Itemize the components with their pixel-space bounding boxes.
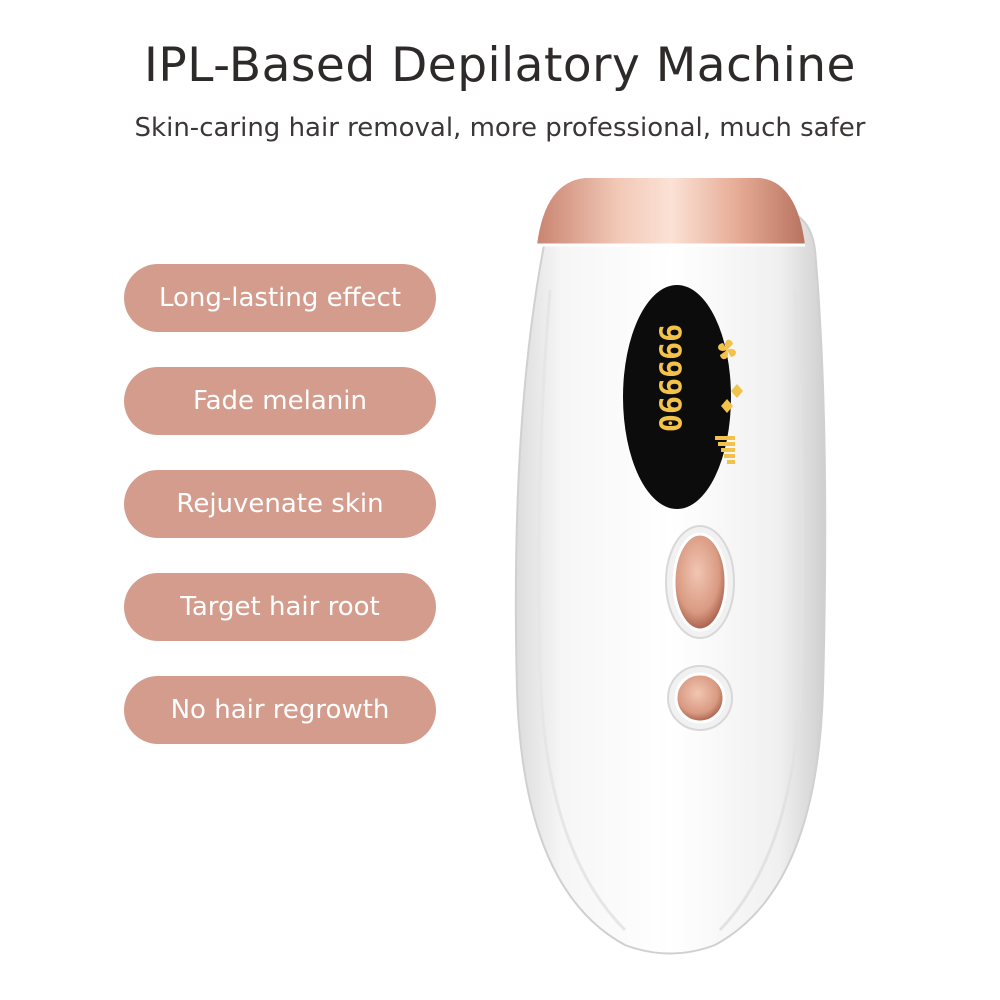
feature-pill-rejuvenate: Rejuvenate skin (124, 470, 436, 538)
feature-pill-long-lasting: Long-lasting effect (124, 264, 436, 332)
display-counter-digits: 999990 (652, 324, 687, 432)
power-button[interactable] (674, 672, 726, 724)
feature-pill-no-regrowth: No hair regrowth (124, 676, 436, 744)
feature-pill-fade-melanin: Fade melanin (124, 367, 436, 435)
page-title: IPL-Based Depilatory Machine (144, 38, 856, 93)
flash-button[interactable] (672, 532, 728, 632)
diamond-icon (721, 384, 743, 413)
ipl-device-illustration: 999990 (514, 178, 827, 955)
feature-pill-target-root: Target hair root (124, 573, 436, 641)
feature-list: Long-lasting effect Fade melanin Rejuven… (124, 264, 436, 779)
lcd-display (623, 285, 731, 509)
page-subtitle: Skin-caring hair removal, more professio… (134, 113, 866, 143)
display-counter: 999990 (652, 324, 687, 432)
fan-icon (718, 339, 736, 360)
device-head-cap (537, 178, 805, 245)
signal-level-icon (715, 436, 735, 464)
ipl-device: 999990 (505, 170, 835, 960)
